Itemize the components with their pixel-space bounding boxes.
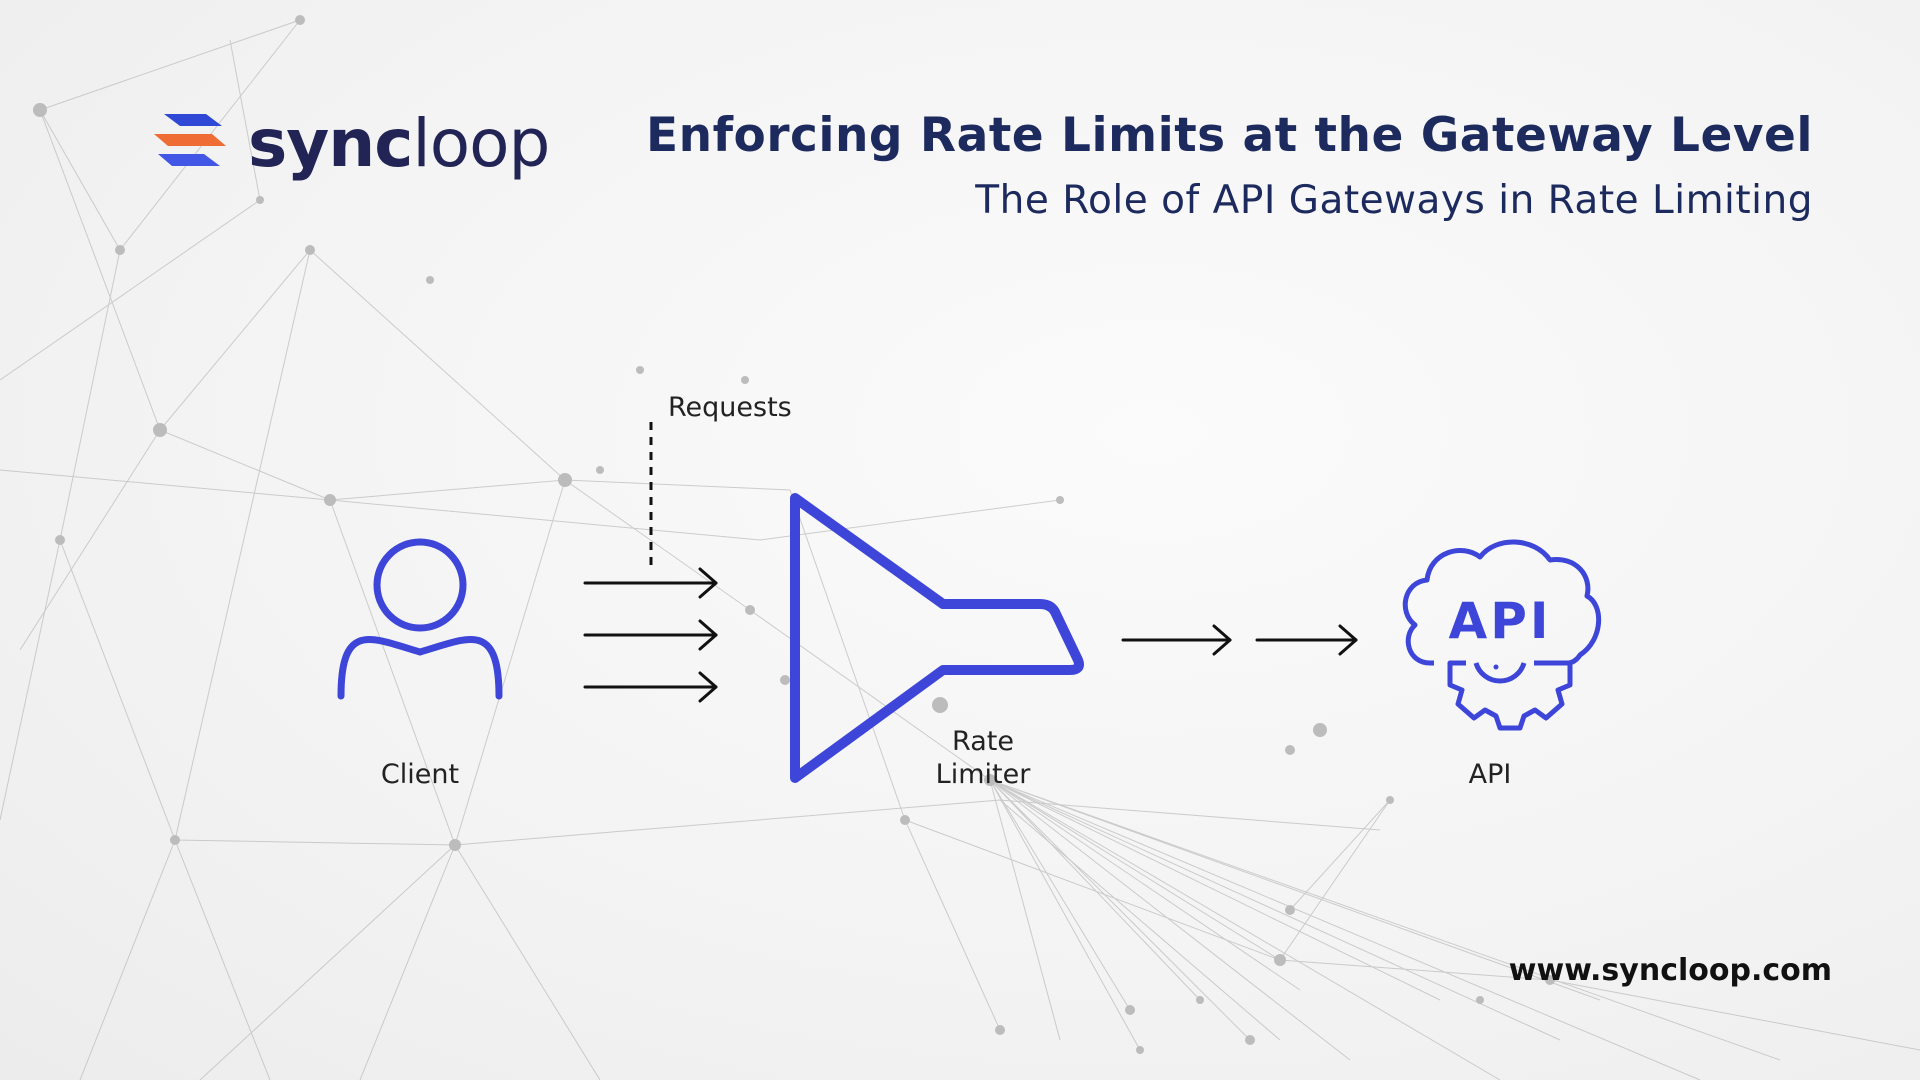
brand-wordmark: syncloop bbox=[248, 111, 550, 177]
logo-layer-top bbox=[164, 114, 222, 126]
api-label: API bbox=[1469, 759, 1512, 790]
request-arrows bbox=[583, 567, 718, 703]
page-subtitle: The Role of API Gateways in Rate Limitin… bbox=[975, 178, 1813, 223]
request-arrow-3 bbox=[583, 671, 718, 703]
page-title: Enforcing Rate Limits at the Gateway Lev… bbox=[646, 108, 1813, 163]
rate-limiter-label-line2: Limiter bbox=[936, 759, 1032, 790]
api-cloud-gear-icon bbox=[1402, 539, 1602, 731]
output-arrow-1 bbox=[1121, 624, 1232, 656]
funnel-icon bbox=[790, 493, 1084, 783]
api-icon-text: API bbox=[1449, 592, 1552, 650]
syncloop-logo-mark bbox=[154, 114, 226, 166]
user-icon bbox=[337, 538, 503, 700]
output-arrows bbox=[1121, 624, 1358, 656]
rate-limiter-label-line1: Rate bbox=[952, 726, 1014, 757]
website-link[interactable]: www.syncloop.com bbox=[1508, 953, 1832, 988]
request-arrow-2 bbox=[583, 619, 718, 651]
brand-wordmark-light: loop bbox=[412, 105, 550, 182]
requests-label: Requests bbox=[668, 392, 792, 423]
output-arrow-2 bbox=[1255, 624, 1358, 656]
syncloop-logo: syncloop bbox=[150, 98, 550, 190]
api-icon-dot bbox=[1493, 664, 1499, 670]
request-arrow-1 bbox=[583, 567, 718, 599]
brand-wordmark-bold: sync bbox=[248, 105, 413, 182]
logo-layer-middle bbox=[154, 134, 226, 146]
client-label: Client bbox=[381, 759, 459, 790]
logo-layer-bottom bbox=[158, 154, 220, 166]
